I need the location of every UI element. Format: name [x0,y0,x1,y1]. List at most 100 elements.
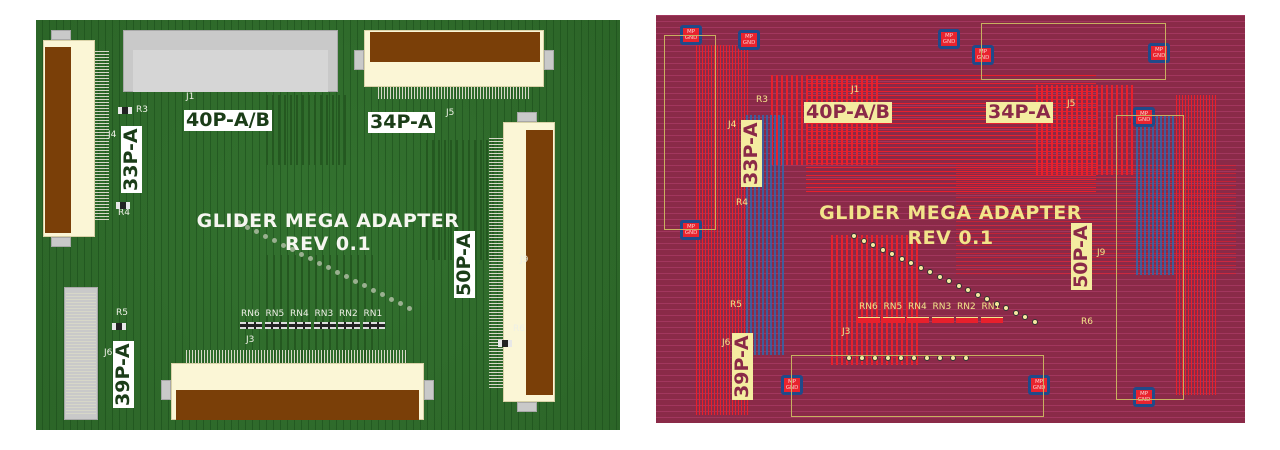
trace [332,95,334,165]
trace-front [806,159,1096,160]
trace-back [750,115,752,355]
trace-front [956,245,1236,246]
trace-front [1197,95,1198,395]
trace-front [956,221,1236,222]
refdes-r5: R5 [116,308,128,318]
via [898,255,905,262]
trace-front [806,143,1096,144]
trace-front [796,75,798,165]
j3-outline [791,355,1044,417]
trace-front [1096,85,1098,175]
trace-back [1172,115,1174,275]
connector-latch [354,50,364,70]
trace [315,255,317,375]
rn-label: RN6 [241,309,260,319]
trace-front [956,257,1236,258]
connector-pins [95,50,109,220]
trace-back [1152,115,1154,275]
trace-front [956,189,1236,190]
trace-front [806,111,1096,112]
trace-front [901,235,903,365]
trace-front [1188,95,1189,395]
trace-front [776,75,778,165]
trace-front [886,235,888,365]
trace-front [1111,85,1113,175]
trace-front [1066,85,1068,175]
via [236,220,241,225]
trace [444,140,446,260]
trace-front [956,253,1236,254]
trace-front [876,235,878,365]
trace-front [956,205,1236,206]
connector-shade [133,50,328,92]
rn-label: RN5 [265,309,285,319]
via [353,278,358,284]
trace-front [806,83,1096,84]
connector-pins [66,292,96,414]
via [917,264,924,271]
trace-front [956,249,1236,250]
refdes-j4: J4 [728,120,737,130]
trace [296,95,298,165]
trace-front [771,75,773,165]
trace-front [956,185,1236,186]
trace-front [1179,95,1180,395]
connector-tape [526,130,553,395]
refdes-r6: R6 [1081,317,1093,327]
connector-latch [161,380,171,400]
trace-front [1051,85,1053,175]
trace-front [1182,95,1183,395]
resistor-network [362,322,385,329]
trace-back [782,115,784,355]
mp-gnd-pad: MP GND [938,29,960,49]
trace-front [1036,85,1038,175]
resistor-network [313,322,336,329]
trace-front [806,95,1096,96]
trace-front [806,79,1096,80]
trace [302,95,304,165]
trace-front [956,213,1236,214]
refdes-j9: J9 [1097,248,1106,258]
trace-front [708,45,709,415]
trace-front [956,177,1236,178]
rn-label: RN2 [957,302,976,312]
trace-front [806,175,1096,176]
via [380,292,385,297]
trace-front [1076,85,1078,175]
trace-front [806,167,1096,168]
connector-latch [51,237,71,247]
trace [344,95,346,165]
trace-front [744,45,745,415]
via [272,238,277,243]
mp-gnd-pad: MP GND [1133,107,1155,127]
trace-front [846,235,848,365]
trace [329,255,331,375]
trace [284,95,286,165]
trace-front [729,45,730,415]
trace-back [1156,115,1158,275]
trace [287,255,289,375]
silk-label-40p: 40P-A/B [184,109,273,131]
connector-latch [544,50,554,70]
mp-gnd-pad: MP GND [1028,375,1050,395]
trace-front [806,91,1096,92]
j4-outline [664,35,716,230]
trace-front [806,179,1096,180]
trace-front [732,45,733,415]
trace-back [1140,115,1142,275]
trace [486,140,488,260]
trace-front [1101,85,1103,175]
trace-front [831,235,833,365]
via [1031,318,1038,325]
trace-front [956,197,1236,198]
trace-front [806,191,1096,192]
rn-label: RN3 [932,302,952,312]
refdes-r3: R3 [756,95,768,105]
resistor-network [907,317,929,323]
mp-gnd-pad: MP GND [1148,43,1170,63]
silk-label-33p: 33P-A [120,126,142,193]
trace-front [806,103,1096,104]
refdes-j1: J1 [186,92,195,102]
trace-front [806,87,1096,88]
